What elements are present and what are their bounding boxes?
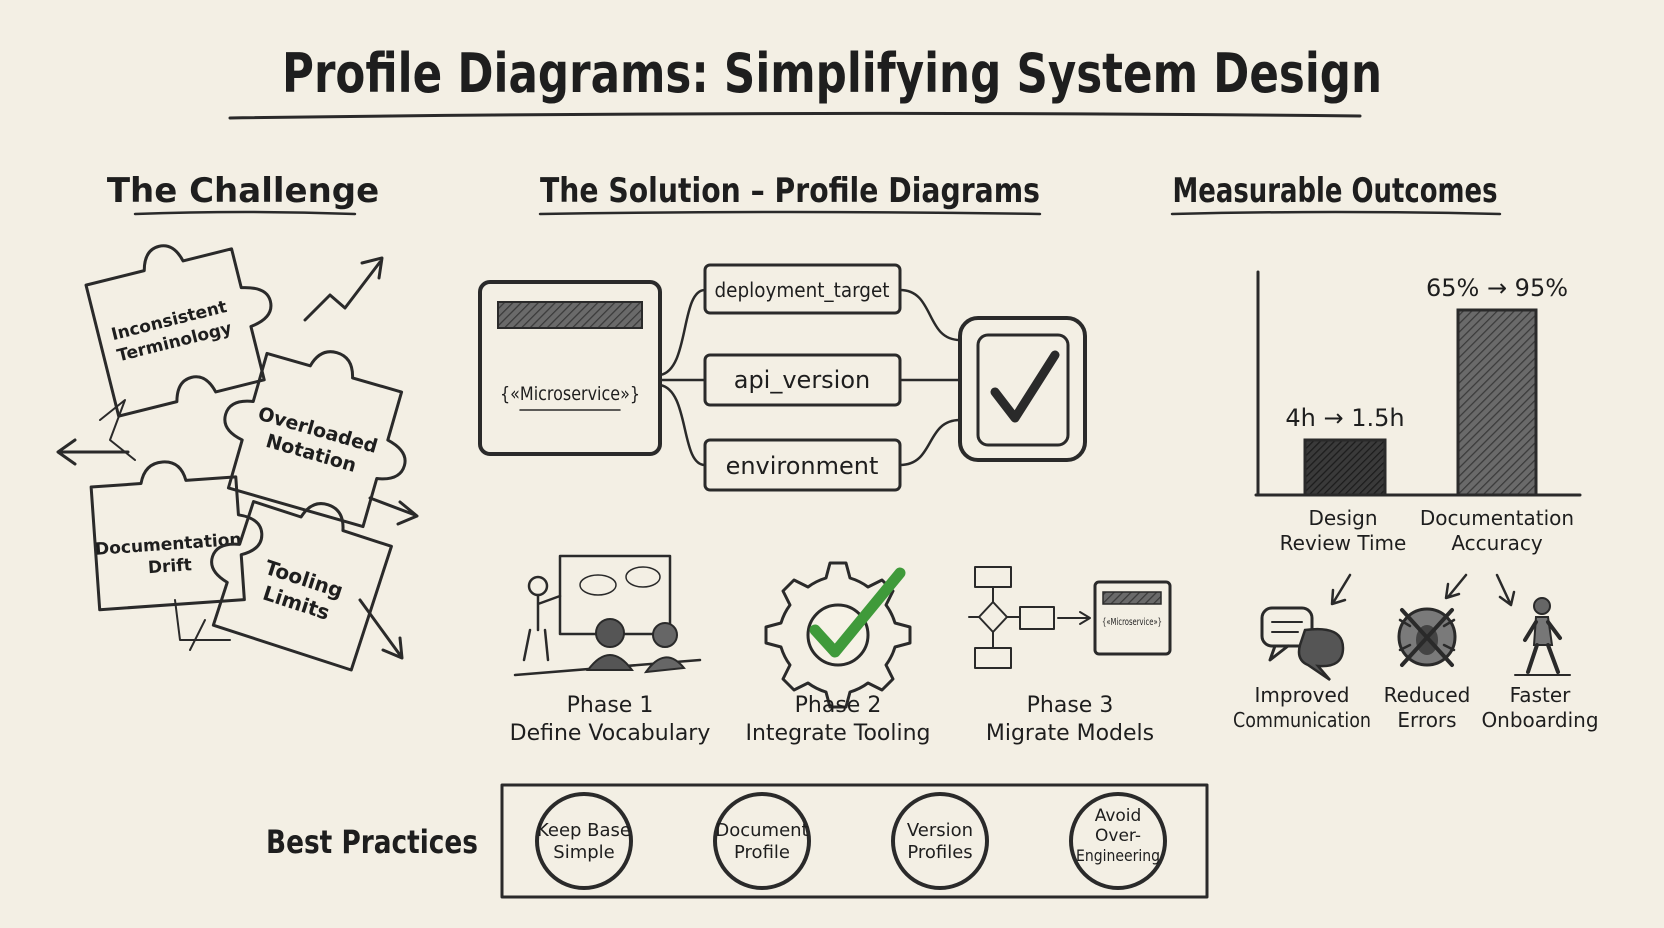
phases-row: Phase 1 Define Vocabulary Phase 2 Integr… — [510, 554, 1172, 746]
tag-box-api-version — [703, 353, 902, 407]
profile-diagram: {«Microservice»} deployment_target api_v… — [478, 263, 1087, 492]
practice-version-profiles: Version Profiles — [891, 792, 989, 890]
benefit-label: Errors — [1397, 708, 1456, 732]
solution-heading-underline — [538, 210, 1042, 216]
practice-label: Version — [907, 820, 973, 841]
practice-label: Document — [715, 820, 808, 841]
bar-category-label: Design — [1308, 506, 1377, 530]
benefit-label: Faster — [1510, 683, 1571, 707]
challenge-puzzle: Inconsistent Terminology Overloaded Nota… — [56, 244, 419, 672]
practice-label: Profiles — [907, 842, 972, 863]
bar-value-label: 65% → 95% — [1426, 274, 1568, 302]
phase-desc: Integrate Tooling — [746, 721, 931, 746]
puzzle-piece-drift: Documentation Drift — [89, 460, 264, 612]
best-practices-heading: Best Practices — [266, 823, 478, 861]
phase-desc: Define Vocabulary — [510, 721, 711, 746]
checkmark-icon — [990, 350, 1060, 423]
piece-label-line2: Drift — [147, 555, 192, 578]
green-check-icon — [809, 567, 906, 658]
practice-keep-base-simple: Keep Base Simple — [535, 792, 633, 890]
best-practices: Best Practices Keep Base Simple Document… — [266, 783, 1209, 899]
bar-category-label: Documentation — [1420, 506, 1574, 530]
validated-box — [958, 316, 1087, 462]
arrows-down — [1330, 573, 1516, 607]
practice-label: Over- — [1095, 826, 1141, 846]
bar-value-label: 4h → 1.5h — [1285, 404, 1404, 432]
bar-category-label: Review Time — [1280, 531, 1407, 555]
stereotype-title-bar — [497, 301, 643, 329]
tag-label: deployment_target — [715, 278, 890, 302]
bar-design-review-time — [1303, 438, 1387, 497]
arrow-up-right — [303, 256, 384, 322]
phase-name: Phase 3 — [1027, 693, 1114, 718]
mini-stereotype-label: {«Microservice»} — [1102, 617, 1162, 628]
practice-label: Profile — [734, 842, 790, 863]
solution-heading: The Solution – Profile Diagrams — [540, 171, 1040, 211]
arrow-right — [368, 496, 419, 526]
title-underline — [228, 111, 1362, 120]
walking-person-icon — [1514, 597, 1571, 676]
stereotype-box — [478, 280, 662, 456]
benefit-label: Improved — [1255, 683, 1350, 707]
bar-documentation-accuracy — [1456, 308, 1538, 497]
arrow-down-right — [358, 598, 404, 660]
phase-name: Phase 1 — [567, 693, 654, 718]
challenge-heading: The Challenge — [107, 171, 379, 211]
best-practices-box — [500, 783, 1209, 899]
benefit-label: Communication — [1233, 708, 1371, 732]
speech-bubbles-icon — [1260, 606, 1345, 682]
benefit-label: Reduced — [1384, 683, 1471, 707]
benefit-label: Onboarding — [1481, 708, 1598, 732]
outcomes-heading-underline — [1170, 210, 1502, 216]
tag-label: environment — [726, 452, 879, 480]
phase-name: Phase 2 — [795, 693, 882, 718]
practice-document-profile: Document Profile — [713, 792, 811, 890]
crossed-bug-icon — [1397, 607, 1457, 667]
practice-label: Engineering — [1076, 846, 1160, 865]
challenge-heading-underline — [133, 210, 357, 216]
practice-label: Simple — [553, 842, 614, 863]
presenter-whiteboard-icon — [513, 554, 702, 677]
arrow-left — [56, 438, 130, 466]
flowchart-migrate-icon: {«Microservice»} — [968, 566, 1172, 669]
outcomes-heading: Measurable Outcomes — [1173, 171, 1498, 211]
tag-box-deployment-target — [703, 263, 902, 315]
tag-box-environment — [703, 438, 902, 492]
connector-lines — [658, 288, 962, 467]
outcomes-bar-chart: 4h → 1.5h 65% → 95% Design Review Time D… — [1254, 270, 1582, 555]
puzzle-piece-notation: Overloaded Notation — [223, 350, 407, 529]
practice-label: Keep Base — [537, 820, 631, 841]
page-title: Profile Diagrams: Simplifying System Des… — [282, 42, 1382, 105]
validated-box-inner — [976, 333, 1070, 447]
bar-category-label: Accuracy — [1451, 531, 1542, 555]
benefits-row: Improved Communication Reduced Errors Fa… — [1233, 573, 1599, 732]
gear-check-icon — [764, 561, 912, 709]
crack-lines — [99, 399, 231, 651]
phase-desc: Migrate Models — [986, 721, 1154, 746]
piece-label-line1: Documentation — [94, 530, 242, 560]
practice-label: Avoid — [1095, 806, 1142, 826]
tag-label: api_version — [734, 366, 871, 394]
stereotype-label: {«Microservice»} — [500, 383, 640, 405]
practice-avoid-over-engineering: Avoid Over- Engineering — [1069, 792, 1167, 890]
